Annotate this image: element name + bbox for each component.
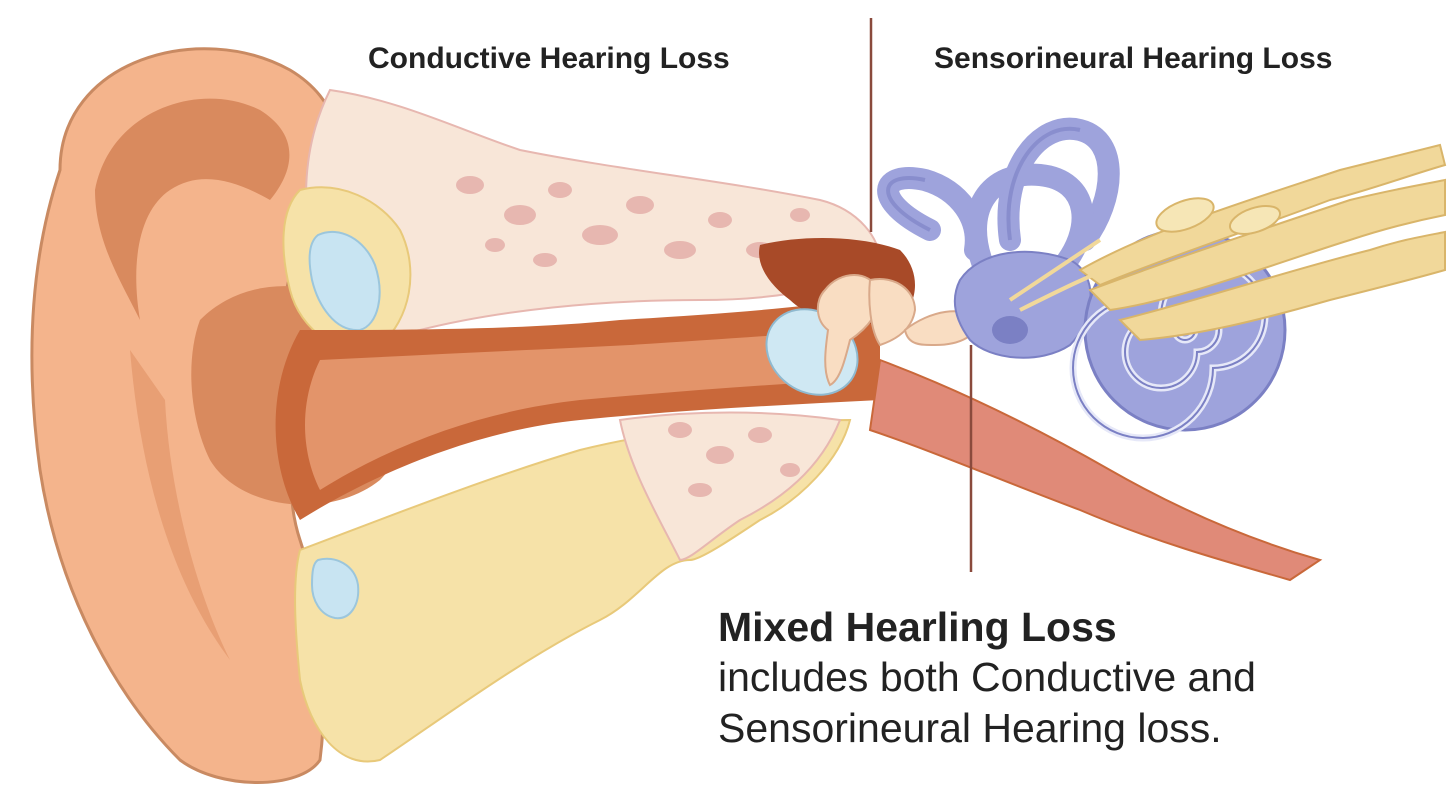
mixed-hearing-loss-title: Mixed Hearling Loss — [718, 602, 1256, 652]
mixed-description-line-2: Sensorineural Hearing loss. — [718, 703, 1256, 754]
vestibule — [955, 252, 1091, 358]
sensorineural-hearing-loss-label: Sensorineural Hearing Loss — [934, 42, 1332, 76]
oval-window — [992, 316, 1028, 344]
semicircular-canals — [888, 129, 1109, 270]
mixed-hearing-loss-caption: Mixed Hearling Loss includes both Conduc… — [718, 602, 1256, 754]
mixed-description-line-1: includes both Conductive and — [718, 652, 1256, 703]
conductive-hearing-loss-label: Conductive Hearing Loss — [368, 42, 730, 76]
